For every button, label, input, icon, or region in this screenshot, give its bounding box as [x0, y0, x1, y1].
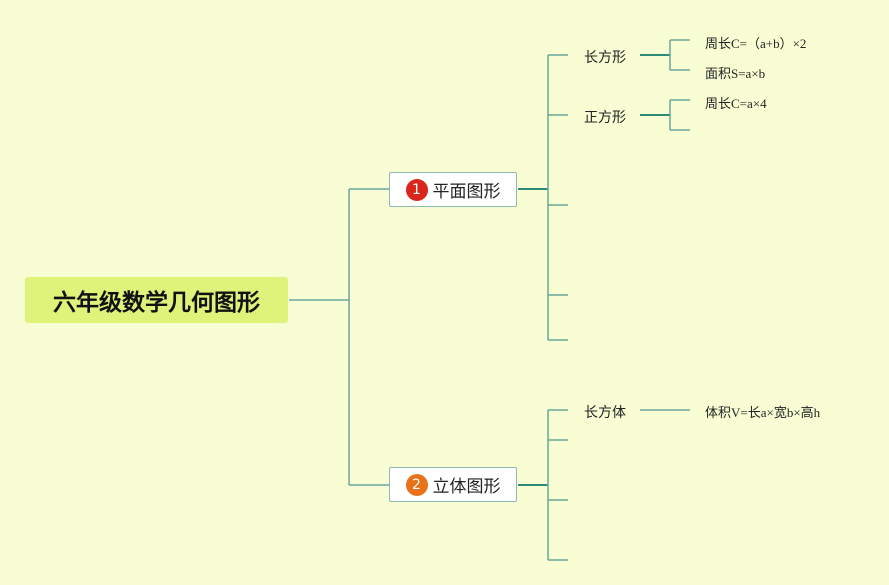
root-topic-label: 六年级数学几何图形 [53, 290, 260, 316]
subtopic-square[interactable]: 正方形 [584, 110, 626, 126]
subtopic-rectangle[interactable]: 长方形 [584, 50, 626, 66]
branch-label: 立体图形 [432, 477, 501, 497]
leaf-square-perimeter[interactable]: 周长C=a×4 [705, 96, 767, 111]
leaf-cuboid-volume[interactable]: 体积V=长a×宽b×高h [705, 405, 821, 420]
root-topic[interactable]: 六年级数学几何图形 [25, 277, 288, 323]
branch-solid-shapes[interactable]: 2 立体图形 [389, 467, 517, 502]
leaf-rectangle-perimeter[interactable]: 周长C=（a+b）×2 [705, 36, 807, 51]
number-badge-1: 1 [405, 178, 428, 201]
branch-label: 平面图形 [432, 182, 501, 202]
branch-plane-shapes[interactable]: 1 平面图形 [389, 172, 517, 207]
leaf-rectangle-area[interactable]: 面积S=a×b [705, 66, 766, 81]
number-badge-2: 2 [405, 473, 428, 496]
subtopic-cuboid[interactable]: 长方体 [584, 405, 626, 421]
